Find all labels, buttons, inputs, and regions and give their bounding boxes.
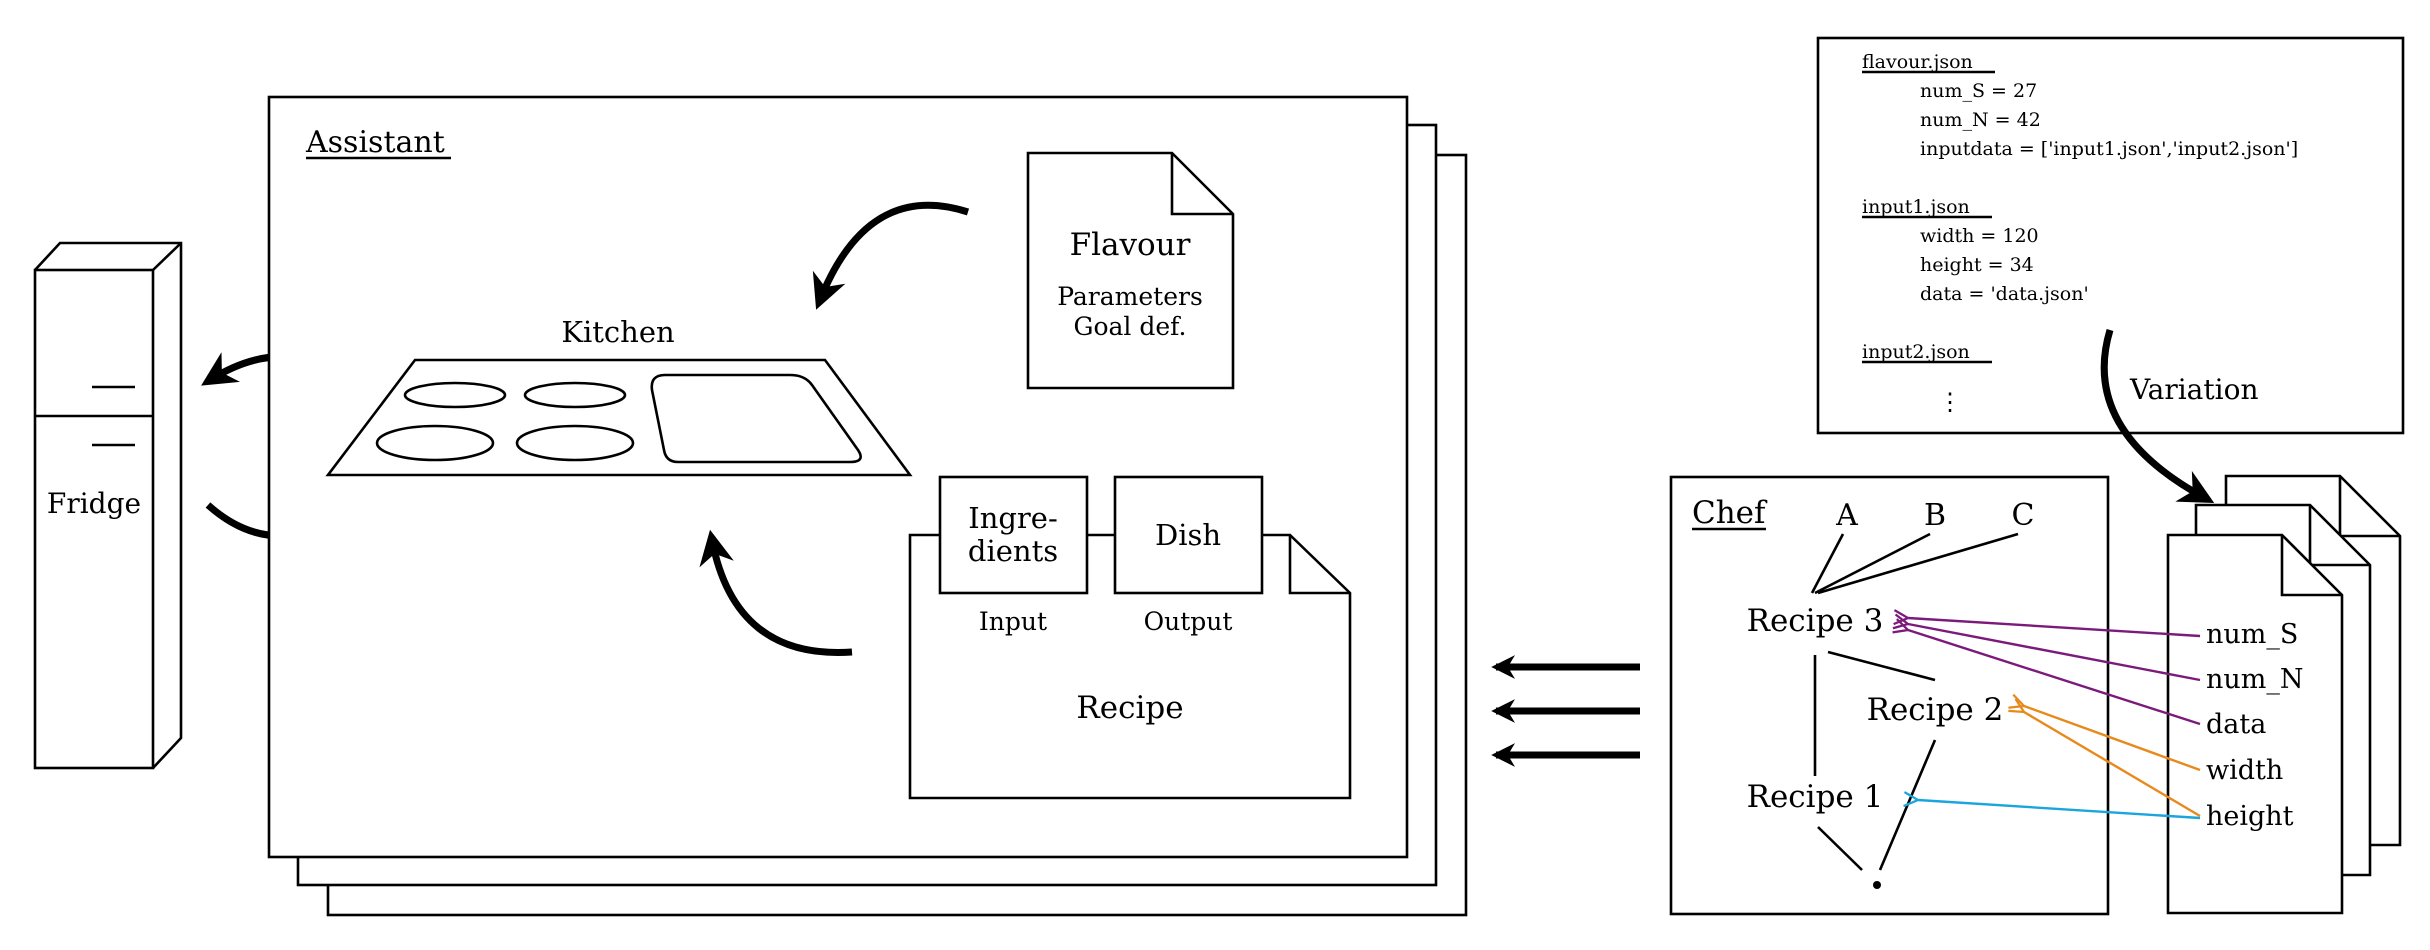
- kitchen: Kitchen: [325, 315, 913, 477]
- edge-r3-b: [1814, 532, 1931, 595]
- config-panel: flavour.json num_S = 27 num_N = 42 input…: [1816, 36, 2405, 435]
- kitchen-counter: [325, 358, 913, 477]
- param-num-n: num_N: [2206, 664, 2304, 695]
- chef-title: Chef: [1692, 495, 1768, 531]
- ingredients-label-2: dients: [968, 534, 1058, 568]
- node-recipe1: Recipe 1: [1747, 779, 1884, 815]
- recipe-to-kitchen-arrow: [699, 529, 853, 656]
- flavour-parameters: Parameters: [1057, 282, 1203, 311]
- kitchen-label: Kitchen: [561, 315, 674, 349]
- recipe-page-fold: [1288, 535, 1350, 595]
- variation-label: Variation: [2129, 373, 2258, 406]
- height-line: height = 34: [1920, 254, 2034, 276]
- input1-file-name: input1.json: [1862, 196, 1970, 218]
- recipe-folder: Ingre- dients Dish Input Output Recipe: [908, 475, 1352, 800]
- ingredients-label-1: Ingre-: [968, 501, 1058, 535]
- recipe-label: Recipe: [1076, 690, 1183, 726]
- link-data-recipe3: [1908, 630, 2201, 726]
- leaf-dot: [1873, 881, 1881, 889]
- fridge-body: [33, 268, 155, 770]
- num-s-line: num_S = 27: [1920, 80, 2037, 102]
- dish-box: [1113, 475, 1264, 595]
- node-b: B: [1924, 498, 1946, 533]
- param-doc-front: [2166, 533, 2344, 915]
- kitchen-sink: [650, 373, 862, 464]
- assistant-title: Assistant: [305, 125, 445, 160]
- node-recipe3: Recipe 3: [1747, 603, 1884, 639]
- flavour-file-name: flavour.json: [1862, 51, 1973, 73]
- link-height-recipe1: [1918, 800, 2201, 820]
- data-line: data = 'data.json': [1920, 283, 2089, 305]
- input-label: Input: [979, 607, 1047, 636]
- param-doc-front-fold: [2280, 535, 2342, 597]
- node-a: A: [1835, 498, 1858, 533]
- num-n-line: num_N = 42: [1920, 109, 2041, 131]
- chef-box: [1669, 475, 2110, 916]
- input2-file-name: input2.json: [1862, 341, 1970, 363]
- chef-panel: Chef A B C Recipe 3 Recipe 2 Recipe 1: [1669, 475, 2110, 916]
- flavour-goal: Goal def.: [1074, 312, 1187, 341]
- link-width-recipe2: [2024, 706, 2201, 772]
- parameter-documents: num_S num_N data width height: [2166, 474, 2402, 915]
- burner-3: [375, 424, 495, 462]
- flavour-document: Flavour Parameters Goal def.: [1026, 151, 1235, 390]
- burner-4: [515, 424, 635, 462]
- burner-1: [403, 381, 507, 409]
- parameter-links: [1908, 618, 2201, 820]
- link-num-s-recipe3: [1908, 618, 2201, 638]
- inputdata-line: inputdata = ['input1.json','input2.json'…: [1920, 138, 2298, 160]
- param-data: data: [2206, 709, 2266, 740]
- config-box: [1816, 36, 2405, 435]
- link-num-n-recipe3: [1908, 624, 2201, 682]
- burner-2: [523, 381, 627, 409]
- flavour-page-fold: [1170, 153, 1233, 216]
- flavour-page: [1026, 151, 1235, 390]
- output-label: Output: [1144, 607, 1233, 636]
- ingredients-box: [938, 475, 1089, 595]
- node-c: C: [2012, 498, 2035, 533]
- node-recipe2: Recipe 2: [1867, 692, 2004, 728]
- edge-r1-dot: [1817, 826, 1863, 871]
- dish-label: Dish: [1155, 518, 1221, 552]
- fridge-top-edge: [152, 242, 182, 271]
- fridge-label: Fridge: [47, 487, 141, 520]
- width-line: width = 120: [1920, 225, 2039, 247]
- flavour-to-kitchen-arrow: [812, 201, 970, 310]
- param-width: width: [2206, 755, 2283, 786]
- param-num-s: num_S: [2206, 619, 2298, 650]
- link-height-recipe2: [2024, 712, 2201, 818]
- edge-r3-c: [1817, 532, 2019, 595]
- flavour-title: Flavour: [1070, 227, 1191, 263]
- chef-to-assistant-arrows: [1491, 655, 1640, 767]
- variation-arrow: [2100, 328, 2215, 504]
- fridge: Fridge: [33, 241, 183, 770]
- edge-r3-r2: [1827, 650, 1936, 682]
- param-height: height: [2206, 801, 2294, 832]
- config-ellipsis: ⋮: [1938, 388, 1962, 416]
- edge-r3-a: [1810, 533, 1845, 594]
